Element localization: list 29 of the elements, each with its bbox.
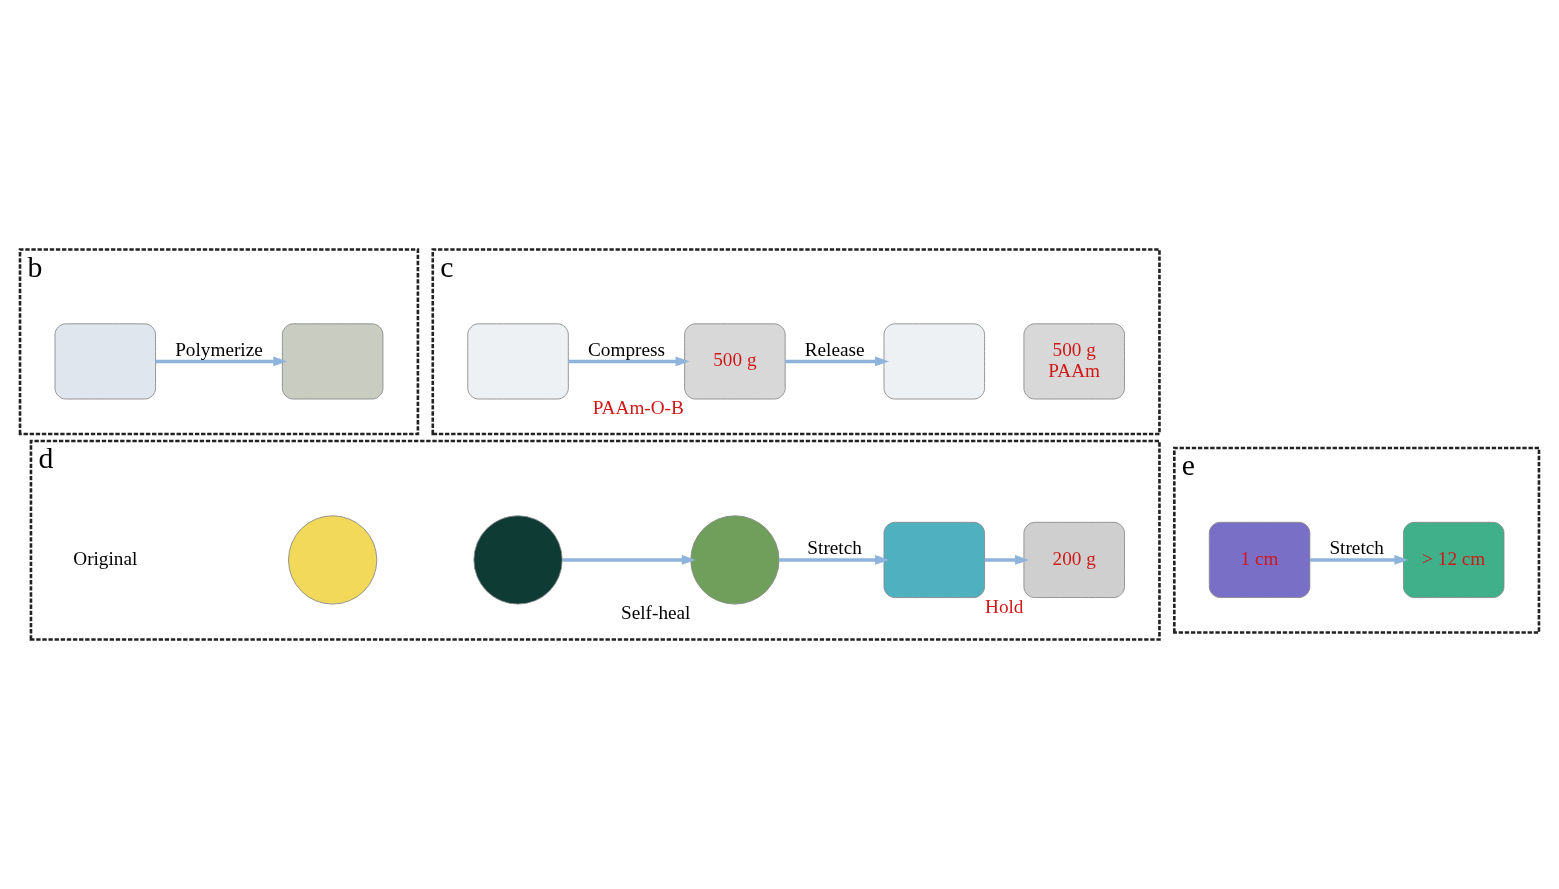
edge-label: Compress [588,338,665,360]
node-circle [473,515,563,605]
node-box [883,323,985,400]
node-box: 500 g [684,323,786,400]
edge-label: Release [804,338,865,360]
node-box [281,323,384,400]
edge-label: Stretch [807,537,862,559]
edge-label: Stretch [1329,537,1384,559]
node-box [883,521,985,598]
node-box: 200 g [1023,521,1125,598]
arrow [984,555,1029,565]
arrow [568,356,690,367]
node-box [54,323,156,400]
arrow [562,555,696,565]
node-label: Self-heal [621,602,691,624]
node-box [467,323,569,400]
arrow [785,356,890,367]
arrow [155,356,288,367]
node-circle [288,515,378,605]
arrow [779,555,890,565]
node-box: 500 g PAAm [1023,323,1125,400]
edge-label: Polymerize [175,338,263,360]
node-box: > 12 cm [1403,521,1505,598]
label: Original [73,547,138,569]
arrow [1310,555,1409,565]
node-box: 1 cm [1208,521,1311,598]
node-label: PAAm-O-B [592,397,684,419]
node-circle [690,515,780,605]
node-label: Hold [985,595,1024,617]
